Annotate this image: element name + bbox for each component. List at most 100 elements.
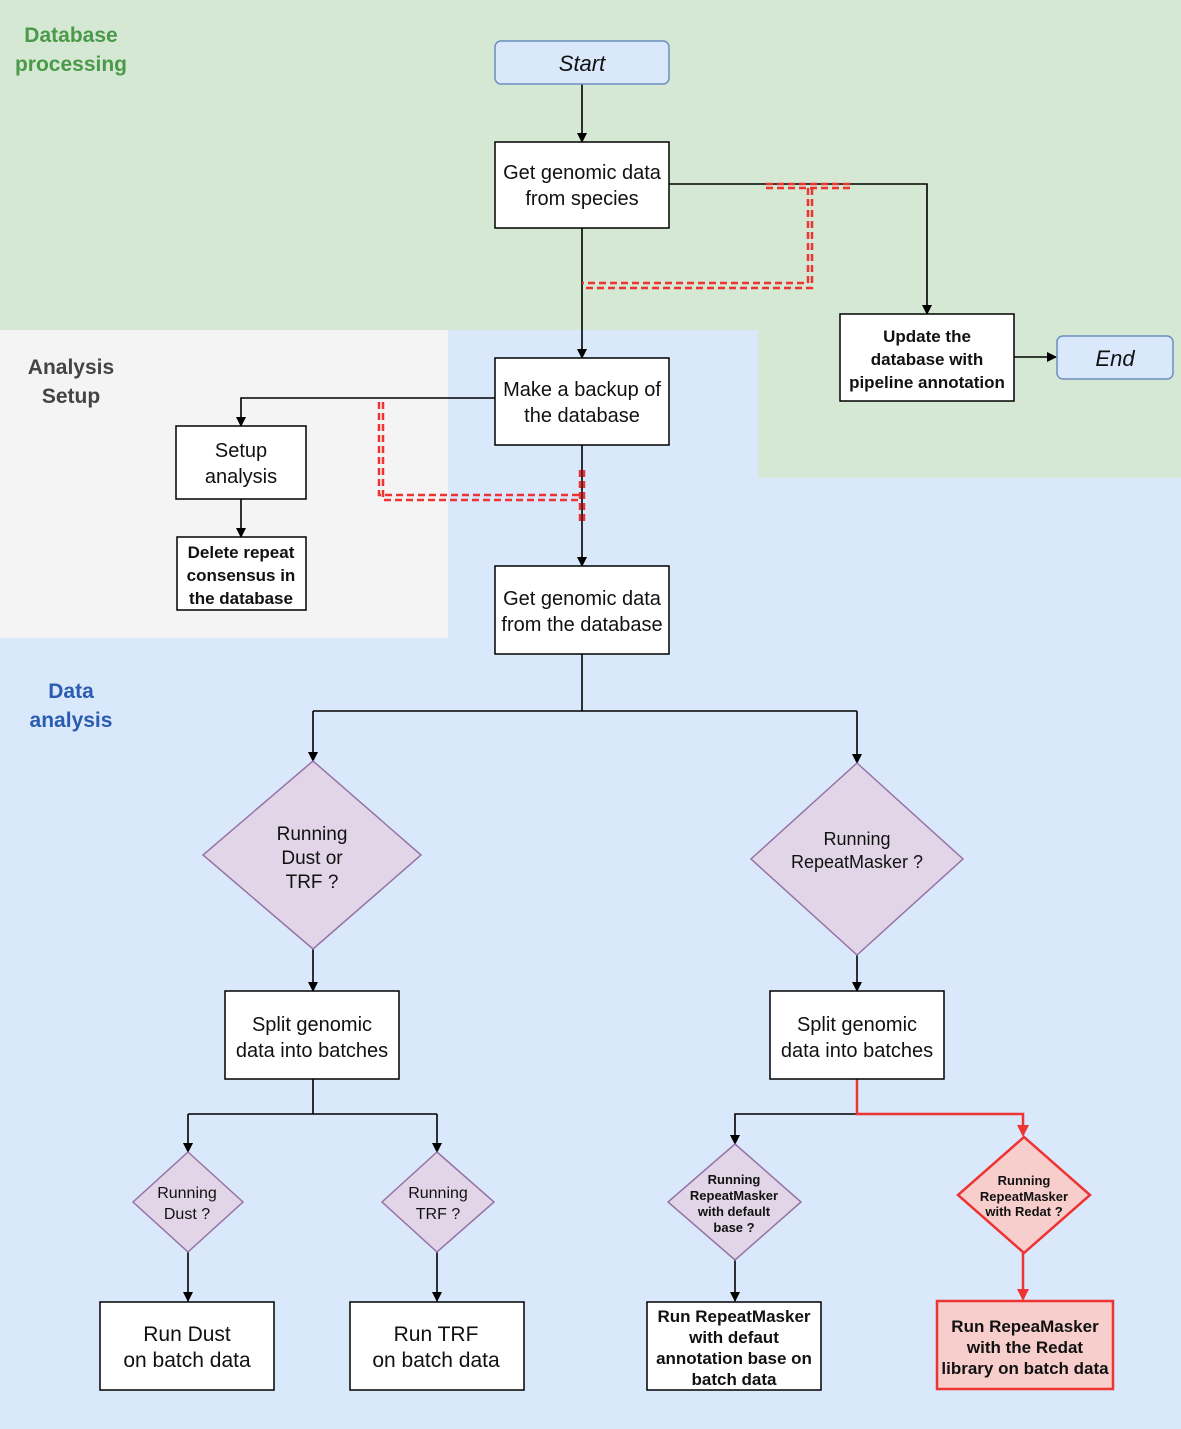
edge-species-to-update [669, 183, 932, 315]
decision-label: TRF ? [416, 1206, 461, 1223]
decision-shape [666, 1143, 803, 1261]
process-run-rm-default: Run RepeatMasker with defaut annotation … [646, 1301, 822, 1391]
process-split-right: Split genomic data into batches [769, 990, 945, 1080]
terminal-shape [494, 40, 670, 85]
process-label: Run RepeaMasker [951, 1317, 1099, 1336]
process-label: the database [524, 405, 640, 427]
process-shape [839, 313, 1015, 402]
edge-to-dec-rm-default [730, 1113, 857, 1145]
process-shape [349, 1301, 525, 1391]
decision-label: RepeatMasker [690, 1188, 778, 1203]
decision-label: Running [823, 829, 890, 849]
process-label: Run TRF [394, 1323, 479, 1346]
decision-label: Running [998, 1173, 1051, 1188]
region-title-database-processing: Database processing [15, 24, 127, 76]
process-label: on batch data [123, 1349, 251, 1372]
process-shape [646, 1301, 822, 1391]
process-label: annotation base on [656, 1349, 812, 1368]
process-setup: Setup analysis [175, 425, 307, 500]
process-label: Get genomic data [503, 588, 662, 610]
process-label: Update the [883, 327, 971, 346]
region-title-data-analysis: Data analysis [30, 680, 113, 732]
process-shape [175, 425, 307, 500]
process-shape [494, 357, 670, 446]
process-label: batch data [691, 1370, 777, 1389]
process-label: Get genomic data [503, 162, 662, 184]
process-run-dust: Run Dust on batch data [99, 1301, 275, 1391]
process-split-left: Split genomic data into batches [224, 990, 400, 1080]
process-shape [769, 990, 945, 1080]
region-title-line: processing [15, 53, 127, 76]
connectors [183, 84, 1057, 1302]
process-label: on batch data [372, 1349, 500, 1372]
decision-label: Dust ? [164, 1206, 210, 1223]
process-label: Run RepeatMasker [657, 1307, 810, 1326]
process-label: Setup [215, 440, 267, 462]
process-label: library on batch data [941, 1359, 1109, 1378]
decision-dust-or-trf: Running Dust or TRF ? [201, 760, 423, 950]
edge-split-to-dec-redat [855, 1079, 1029, 1137]
process-run-trf: Run TRF on batch data [349, 1301, 525, 1391]
decision-label: with default [697, 1204, 771, 1219]
process-delete-repeat: Delete repeat consensus in the database [176, 536, 307, 611]
process-run-rm-redat: Run RepeaMasker with the Redat library o… [935, 1299, 1115, 1391]
decision-label: Running [277, 824, 348, 845]
process-get-db: Get genomic data from the database [494, 565, 670, 655]
edge-split-left-branch [188, 1079, 437, 1115]
process-update-db: Update the database with pipeline annota… [839, 313, 1015, 402]
decision-label: with Redat ? [984, 1204, 1062, 1219]
terminal-end: End [1056, 335, 1174, 380]
decision-shape [201, 760, 423, 950]
process-label: data into batches [236, 1040, 388, 1062]
process-label: database with [871, 350, 983, 369]
region-title-line: analysis [30, 709, 113, 732]
process-label: data into batches [781, 1040, 933, 1062]
decision-label: Running [708, 1172, 761, 1187]
terminal-shape [1056, 335, 1174, 380]
process-shape [935, 1299, 1115, 1391]
process-label: analysis [205, 466, 277, 488]
process-shape [99, 1301, 275, 1391]
decision-label: RepeatMasker ? [791, 852, 923, 872]
process-shape [494, 141, 670, 229]
decision-label: Running [408, 1185, 468, 1202]
process-label: with the Redat [966, 1338, 1084, 1357]
process-label: the database [189, 589, 293, 608]
decision-rm-default: Running RepeatMasker with default base ? [666, 1143, 803, 1261]
decision-label: RepeatMasker [980, 1189, 1068, 1204]
decision-shape [749, 761, 965, 957]
edge-getdb-to-split [313, 654, 857, 712]
terminal-label: Start [559, 51, 606, 76]
process-label: Split genomic [797, 1014, 917, 1036]
decision-dust: Running Dust ? [131, 1150, 245, 1254]
terminal-start: Start [494, 40, 670, 85]
skip-marker-middle [377, 402, 582, 502]
decision-label: TRF ? [286, 872, 339, 893]
terminal-label: End [1095, 346, 1135, 371]
region-title-line: Data [48, 680, 94, 703]
decision-shape [380, 1150, 496, 1254]
process-label: from the database [501, 614, 662, 636]
edge-backup-to-setup [236, 397, 495, 427]
region-title-line: Database [24, 24, 117, 47]
process-shape [494, 565, 670, 655]
process-label: with defaut [688, 1328, 779, 1347]
process-shape [224, 990, 400, 1080]
decision-shape [131, 1150, 245, 1254]
decision-trf: Running TRF ? [380, 1150, 496, 1254]
process-label: from species [525, 188, 638, 210]
process-shape [176, 536, 307, 611]
region-title-analysis-setup: Analysis Setup [28, 356, 114, 408]
decision-label: Dust or [281, 848, 343, 869]
process-label: pipeline annotation [849, 373, 1005, 392]
skip-marker-middle [578, 470, 586, 525]
process-label: Delete repeat [188, 543, 295, 562]
skip-marker-top [582, 188, 814, 290]
process-label: Run Dust [143, 1323, 231, 1346]
decision-repeatmasker: Running RepeatMasker ? [749, 761, 965, 957]
process-label: Split genomic [252, 1014, 372, 1036]
skip-marker-top [766, 182, 854, 190]
process-get-species: Get genomic data from species [494, 141, 670, 229]
